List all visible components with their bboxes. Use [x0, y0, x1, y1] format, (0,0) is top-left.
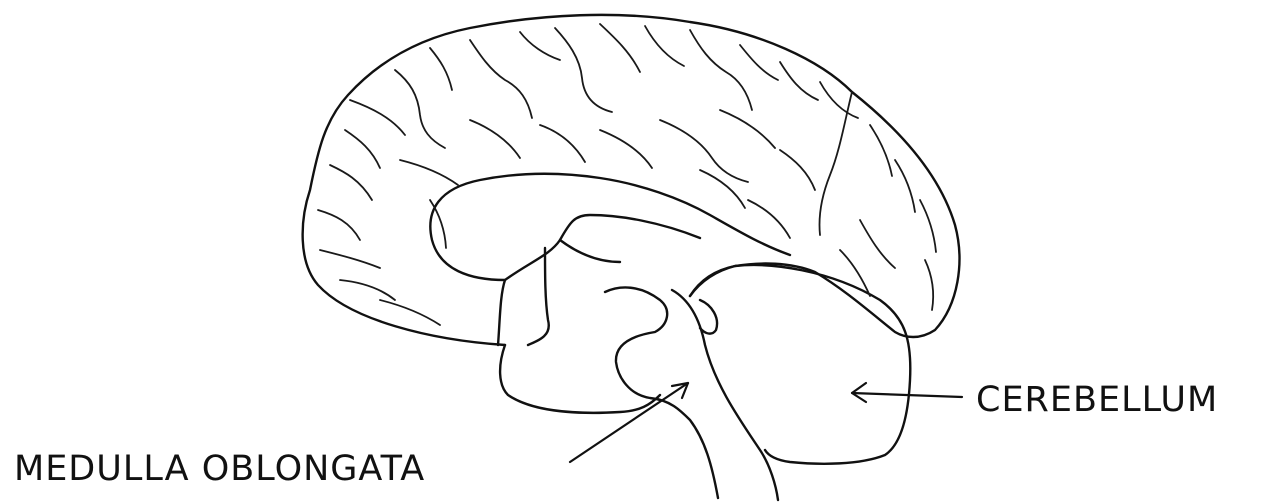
brainstem	[605, 287, 778, 500]
cerebellum-arrow	[852, 383, 962, 402]
cerebrum-inner-edge	[505, 215, 700, 280]
medulla-arrow	[570, 383, 688, 462]
pons	[500, 345, 660, 413]
cerebellum-shape	[690, 265, 910, 464]
corpus-callosum	[430, 174, 790, 345]
cerebral-folds	[318, 24, 936, 325]
cerebellum-label: CEREBELLUM	[976, 380, 1218, 420]
medulla-oblongata-label: MEDULLA OBLONGATA	[14, 449, 425, 489]
cerebrum-outline	[303, 15, 960, 345]
